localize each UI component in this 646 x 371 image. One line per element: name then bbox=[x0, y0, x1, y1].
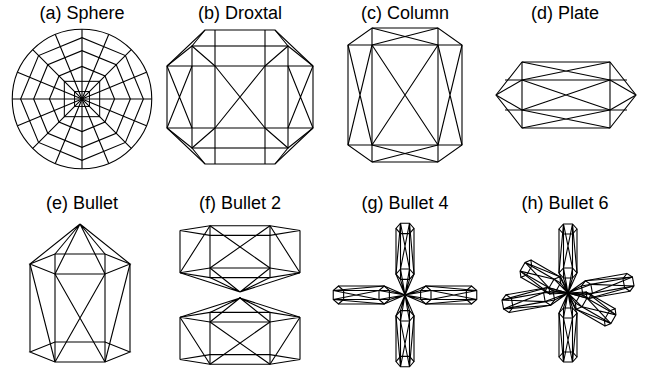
bullet4-wireframe bbox=[333, 223, 477, 367]
panel-label: (f) Bullet 2 bbox=[199, 194, 281, 214]
bullet2-lower bbox=[180, 298, 300, 364]
panel-label: (e) Bullet bbox=[46, 194, 118, 214]
sphere-wireframe bbox=[12, 29, 152, 169]
panel-label: (a) Sphere bbox=[39, 4, 124, 24]
panel-label: (c) Column bbox=[361, 4, 449, 24]
plate-wireframe bbox=[496, 62, 636, 128]
panel-label: (g) Bullet 4 bbox=[361, 194, 448, 214]
panel-label: (h) Bullet 6 bbox=[521, 194, 608, 214]
bullet-wireframe bbox=[30, 224, 130, 362]
column-wireframe bbox=[348, 28, 462, 162]
panel-label: (d) Plate bbox=[531, 4, 599, 24]
bullet6-wireframe bbox=[501, 224, 635, 362]
panel-label: (b) Droxtal bbox=[198, 4, 282, 24]
bullet2-upper bbox=[180, 226, 300, 292]
droxtal-wireframe bbox=[167, 30, 313, 164]
